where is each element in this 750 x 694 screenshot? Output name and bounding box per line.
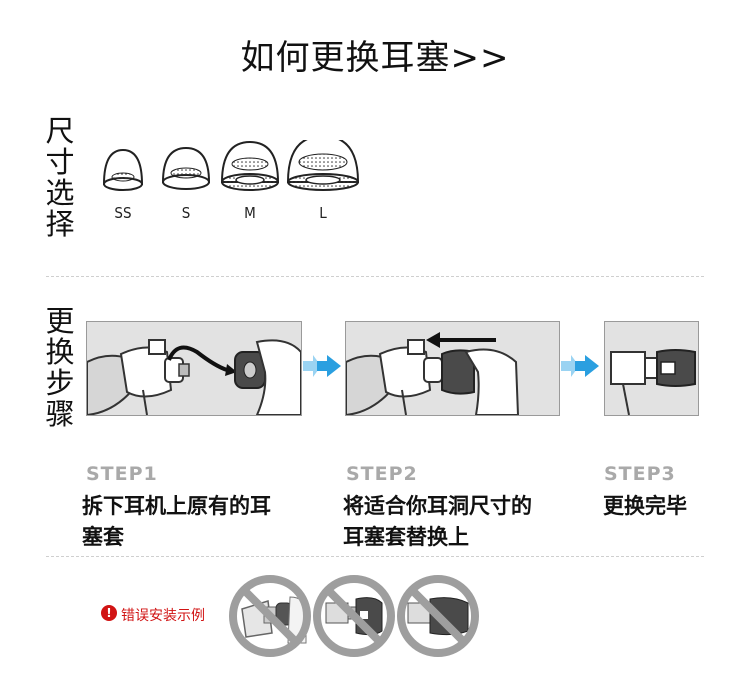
page-title: 如何更换耳塞>> [240,38,510,78]
steps-label-char: 骤 [45,397,75,431]
wrong-example-1-icon [229,575,311,657]
wrong-install-examples [229,575,479,657]
step1-desc-line1: 拆下耳机上原有的耳 [82,494,271,518]
size-label-char: 尺 [45,114,75,148]
size-label-l: L [319,204,327,222]
step-arrow-icon [303,355,341,377]
section-divider [46,556,704,557]
step3-image [604,321,699,416]
step2-label: STEP2 [346,463,418,485]
ear-tip-ss-icon [102,148,144,191]
size-label-char: 择 [45,207,75,241]
size-label-s: S [181,204,191,222]
step3-desc-line1: 更换完毕 [603,494,687,518]
step3-illustration [610,349,696,415]
step2-desc-line2: 耳塞套替换上 [343,525,469,549]
step1-description: 拆下耳机上原有的耳 塞套 [82,491,322,553]
steps-label-char: 换 [45,335,75,369]
wrong-example-2-icon [313,575,395,657]
steps-label-char: 步 [45,366,75,400]
size-section-label: 尺 寸 选 择 [43,116,77,240]
step2-desc-line1: 将适合你耳洞尺寸的 [343,494,532,518]
step1-desc-line2: 塞套 [82,525,124,549]
step3-label: STEP3 [604,463,676,485]
wrong-install-label: 错误安装示例 [121,608,205,624]
size-label-ss: SS [114,204,132,222]
ear-tip-m-icon [220,140,280,191]
size-label-char: 选 [45,176,75,210]
step3-description: 更换完毕 [603,491,723,522]
step1-label: STEP1 [86,463,158,485]
step2-illustration [346,332,520,415]
step-arrow-icon [561,355,599,377]
steps-section-label: 更 换 步 骤 [43,306,77,430]
section-divider [46,276,704,277]
steps-label-char: 更 [45,304,75,338]
size-label-char: 寸 [45,145,75,179]
ear-tip-l-icon [286,140,360,191]
ear-tip-s-icon [161,146,211,190]
step1-illustration [87,339,301,415]
step2-image [345,321,560,416]
ear-tip-sizes-illustration [102,140,360,191]
step2-description: 将适合你耳洞尺寸的 耳塞套替换上 [343,491,583,553]
warning-icon: ! [101,605,117,621]
size-label-m: M [244,204,256,222]
wrong-example-3-icon [397,575,479,657]
step1-image [86,321,302,416]
